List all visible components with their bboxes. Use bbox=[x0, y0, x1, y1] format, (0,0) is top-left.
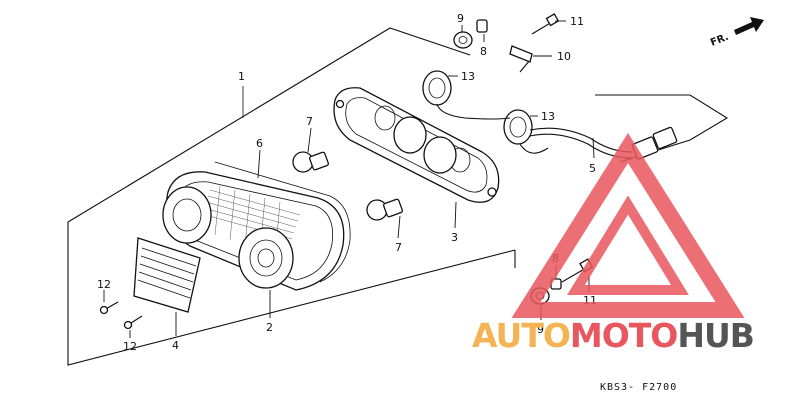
screw-12-a bbox=[99, 301, 119, 315]
socket-13-b bbox=[503, 109, 533, 145]
lens-assembly bbox=[162, 161, 351, 291]
bulb-7-b bbox=[366, 198, 403, 221]
arrow-icon bbox=[734, 17, 764, 35]
callout-11-a: 11 bbox=[570, 15, 584, 28]
drawing-code: KBS3- F2700 bbox=[600, 382, 677, 393]
callout-12-a: 12 bbox=[97, 278, 111, 291]
watermark-word-hub: HUB bbox=[677, 316, 754, 355]
bulb-7-a bbox=[292, 151, 329, 173]
callout-12-b: 12 bbox=[123, 340, 137, 353]
collar-8-top bbox=[476, 19, 488, 33]
callout-7-a: 7 bbox=[306, 115, 313, 128]
callout-9-b: 9 bbox=[537, 323, 544, 336]
callout-2: 2 bbox=[266, 321, 273, 334]
bolt-11-top bbox=[531, 13, 560, 35]
watermark-wordmark: AUTOMOTOHUB bbox=[472, 316, 754, 355]
callout-7-b: 7 bbox=[395, 241, 402, 254]
clamp-10 bbox=[509, 45, 533, 63]
callout-5: 5 bbox=[589, 162, 596, 175]
screw-12-b bbox=[123, 315, 143, 330]
grommet-9-top bbox=[453, 31, 473, 49]
callout-9-a: 9 bbox=[457, 12, 464, 25]
assembly-frame bbox=[67, 27, 729, 366]
callout-10: 10 bbox=[557, 50, 571, 63]
watermark-triangle-logo bbox=[511, 132, 745, 318]
callout-13-a: 13 bbox=[461, 70, 475, 83]
callout-8-a: 8 bbox=[480, 45, 487, 58]
leader-lines bbox=[103, 20, 595, 338]
rear-reflector-plate bbox=[133, 237, 201, 313]
callout-1: 1 bbox=[238, 70, 245, 83]
callout-4: 4 bbox=[172, 339, 179, 352]
taillight-housing bbox=[333, 87, 500, 203]
direction-label: FR. bbox=[709, 32, 730, 49]
callout-13-b: 13 bbox=[541, 110, 555, 123]
callout-6: 6 bbox=[256, 137, 263, 150]
watermark-word-moto: MOTO bbox=[570, 316, 677, 355]
front-direction-indicator: FR. bbox=[709, 17, 764, 49]
watermark-word-auto: AUTO bbox=[472, 316, 570, 355]
callout-3: 3 bbox=[451, 231, 458, 244]
socket-13-a bbox=[422, 70, 452, 106]
